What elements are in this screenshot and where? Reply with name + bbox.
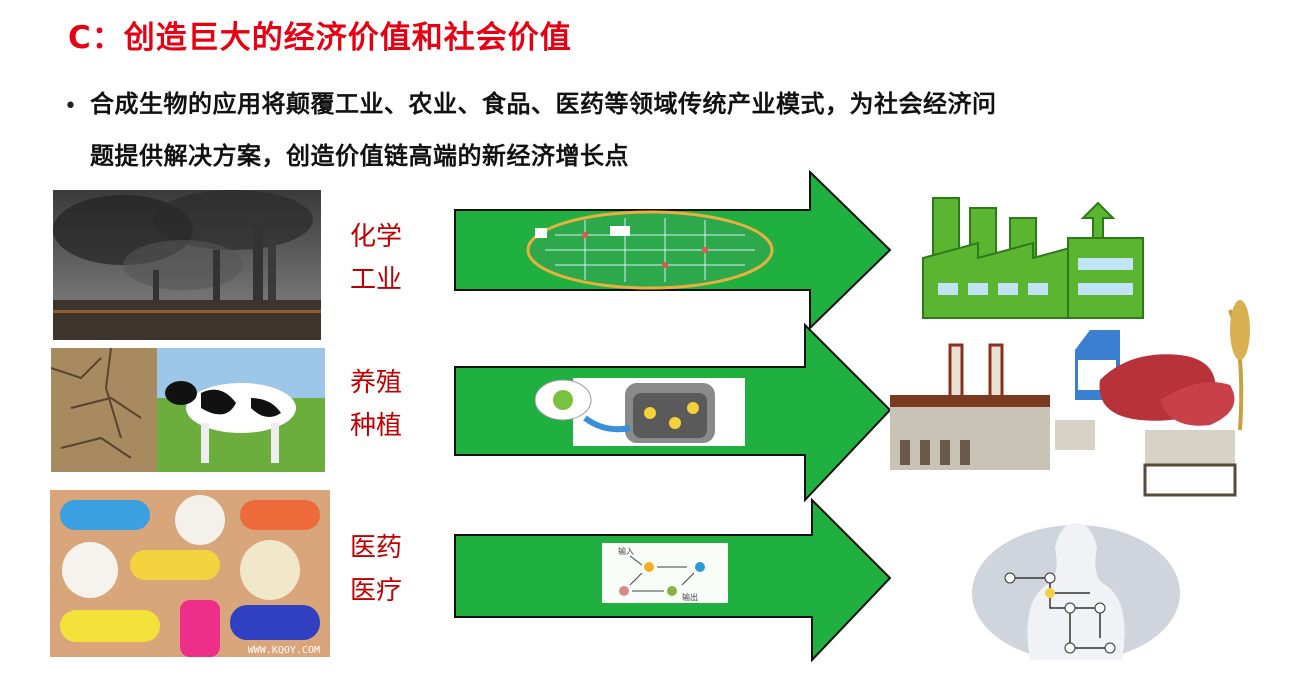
industrial-smokestacks-photo — [53, 190, 321, 340]
slide-title: C：创造巨大的经济价值和社会价值 — [68, 20, 572, 56]
watermark: WWW.KQOY.COM — [248, 645, 320, 656]
circuit-output-label: 输出 — [682, 592, 698, 602]
row-label-farming: 养殖种植 — [350, 368, 403, 441]
bullet-text-line-1: 合成生物的应用将颠覆工业、农业、食品、医药等领域传统产业模式，为社会经济问 — [90, 90, 997, 118]
human-body-network-image — [970, 518, 1182, 660]
bullet-icon: • — [64, 94, 77, 119]
pills-photo: WWW.KQOY.COM — [50, 490, 330, 657]
bioreactor-image — [535, 378, 745, 446]
row-label-chemical-industry: 化学工业 — [350, 222, 403, 295]
cracked-soil-and-cow-photo — [51, 348, 325, 472]
food-factory-image — [860, 290, 1289, 505]
green-factory-icon — [918, 188, 1153, 321]
bullet-text-line-2: 题提供解决方案，创造价值链高端的新经济增长点 — [90, 142, 629, 170]
circuit-input-label: 输入 — [618, 546, 634, 556]
metabolic-pathway-map — [525, 210, 775, 290]
gene-circuit-diagram: 输入 输出 — [602, 543, 728, 603]
row-label-medicine: 医药医疗 — [350, 533, 403, 606]
